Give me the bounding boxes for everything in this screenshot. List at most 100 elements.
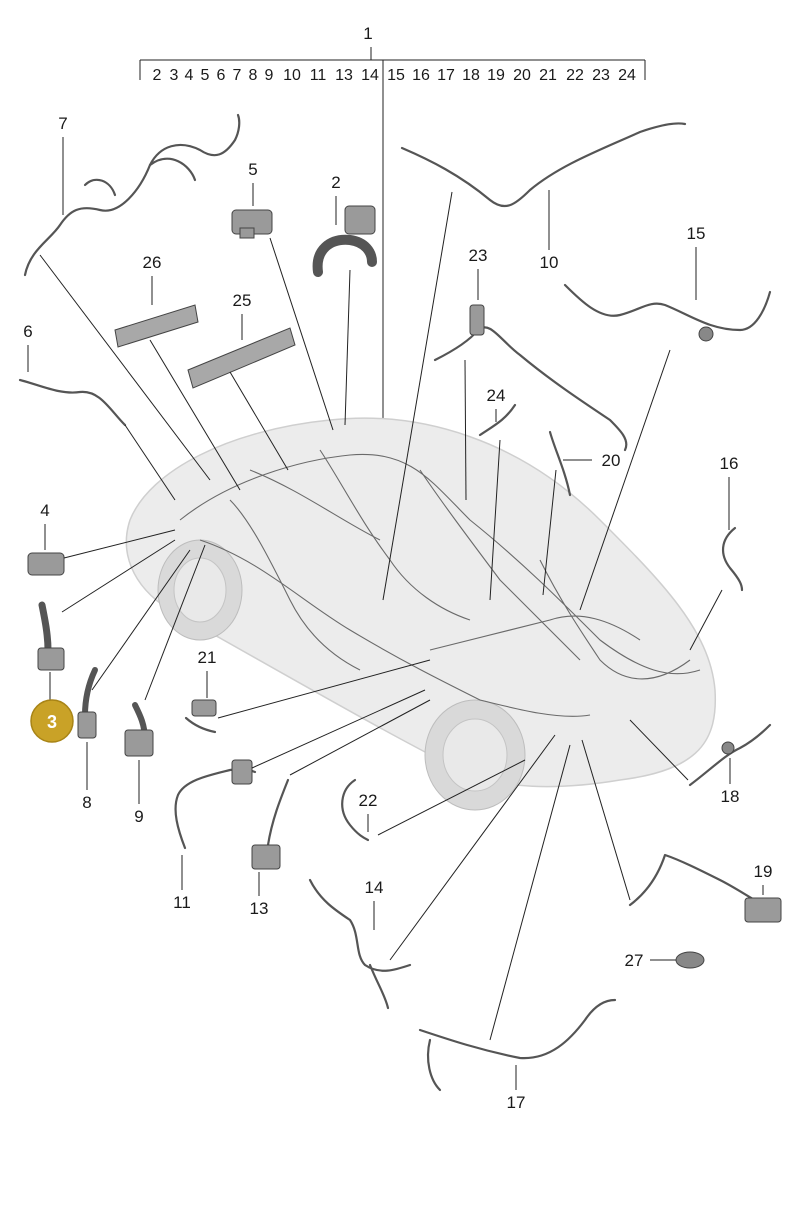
part-6-harness [18,378,127,427]
callout-6: 6 [23,322,32,341]
group-callout-1: 1 [363,24,372,43]
callout-20: 20 [602,451,621,470]
part-8-sensor [77,667,98,739]
leader-5b [269,237,334,431]
part-11-harness [174,759,257,850]
leader-16b [689,589,723,651]
callout-2: 2 [331,173,340,192]
leader-14b [389,734,556,961]
part-4-sensor [27,552,65,576]
range-label: 21 [539,67,557,84]
leader-8b [91,549,191,691]
leader-2b [344,269,351,426]
car-body [125,417,717,811]
part-25-bracket [187,327,296,389]
part-10-harness [400,122,687,208]
leader-6b [124,424,176,501]
callout-26: 26 [143,253,162,272]
range-label: 4 [185,67,194,84]
callout-15: 15 [687,224,706,243]
part-23-harness [433,304,628,452]
callout-18: 18 [721,787,740,806]
part-17-harness [418,998,617,1092]
callout-10: 10 [540,253,559,272]
range-label: 19 [487,67,505,84]
part-9-sensor [124,702,154,757]
part-24-wire [478,403,517,437]
range-label: 10 [283,67,301,84]
range-label: 7 [233,67,242,84]
callout-5: 5 [248,160,257,179]
leader-22b [377,759,526,836]
part-18-harness [688,723,772,787]
callout-8: 8 [82,793,91,812]
callout-11: 11 [173,893,191,912]
part-2-duct [312,205,377,277]
range-label: 5 [201,67,210,84]
part-27-sensor [675,951,705,969]
leader-18b [629,719,689,781]
range-label: 9 [265,67,274,84]
range-label: 6 [217,67,226,84]
leader-15b [579,349,671,611]
callout-27: 27 [625,951,644,970]
callout-22: 22 [359,791,378,810]
callout-17: 17 [507,1093,526,1112]
range-label: 24 [618,67,636,84]
part-3-sensor [37,601,65,671]
range-label: 3 [170,67,179,84]
leader-19b [581,739,631,901]
leader-7b [39,254,211,481]
part-22-wire [341,778,370,842]
leader-21b [217,659,431,719]
leader-9b [144,544,206,701]
part-20-wire [548,430,572,497]
part-5-sensor [231,209,273,239]
callout-9: 9 [134,807,143,826]
part-21-connector [184,699,217,734]
range-label: 15 [387,67,405,84]
leader-25b [229,371,289,471]
callout-24: 24 [487,386,506,405]
callout-23: 23 [469,246,488,265]
range-label: 16 [412,67,430,84]
leader-24b [489,439,501,601]
range-label: 22 [566,67,584,84]
leader-26b [149,339,241,491]
leader-17b [489,744,571,1041]
leader-13b [289,699,431,776]
range-label: 8 [249,67,258,84]
callout-7: 7 [58,114,67,133]
part-26-bracket [114,304,199,348]
range-label: 17 [437,67,455,84]
range-label: 20 [513,67,531,84]
leader-20b [542,469,557,596]
callout-4: 4 [40,501,49,520]
part-13-sensor [251,778,290,870]
part-14-harness [308,878,412,1010]
callout-14: 14 [365,878,384,897]
leader-4b [63,529,176,559]
leader-3b [61,539,176,613]
highlighted-callout-3[interactable] [30,699,74,743]
range-label: 2 [153,67,162,84]
part-16-wire [722,526,744,592]
range-label: 11 [310,67,327,84]
highlighted-callout-3-label: 3 [47,712,57,732]
callout-25: 25 [233,291,252,310]
part-15-harness [563,283,772,342]
callout-16: 16 [720,454,739,473]
leader-23b [464,359,467,501]
callout-19: 19 [754,862,773,881]
range-label: 23 [592,67,610,84]
leader-11b [251,689,426,769]
part-7-harness [23,113,241,277]
callout-21: 21 [198,648,217,667]
callout-13: 13 [250,899,269,918]
range-label: 13 [335,67,353,84]
range-label: 14 [361,67,379,84]
part-19-harness [628,853,782,923]
leader-10b [382,191,453,601]
range-label: 18 [462,67,480,84]
